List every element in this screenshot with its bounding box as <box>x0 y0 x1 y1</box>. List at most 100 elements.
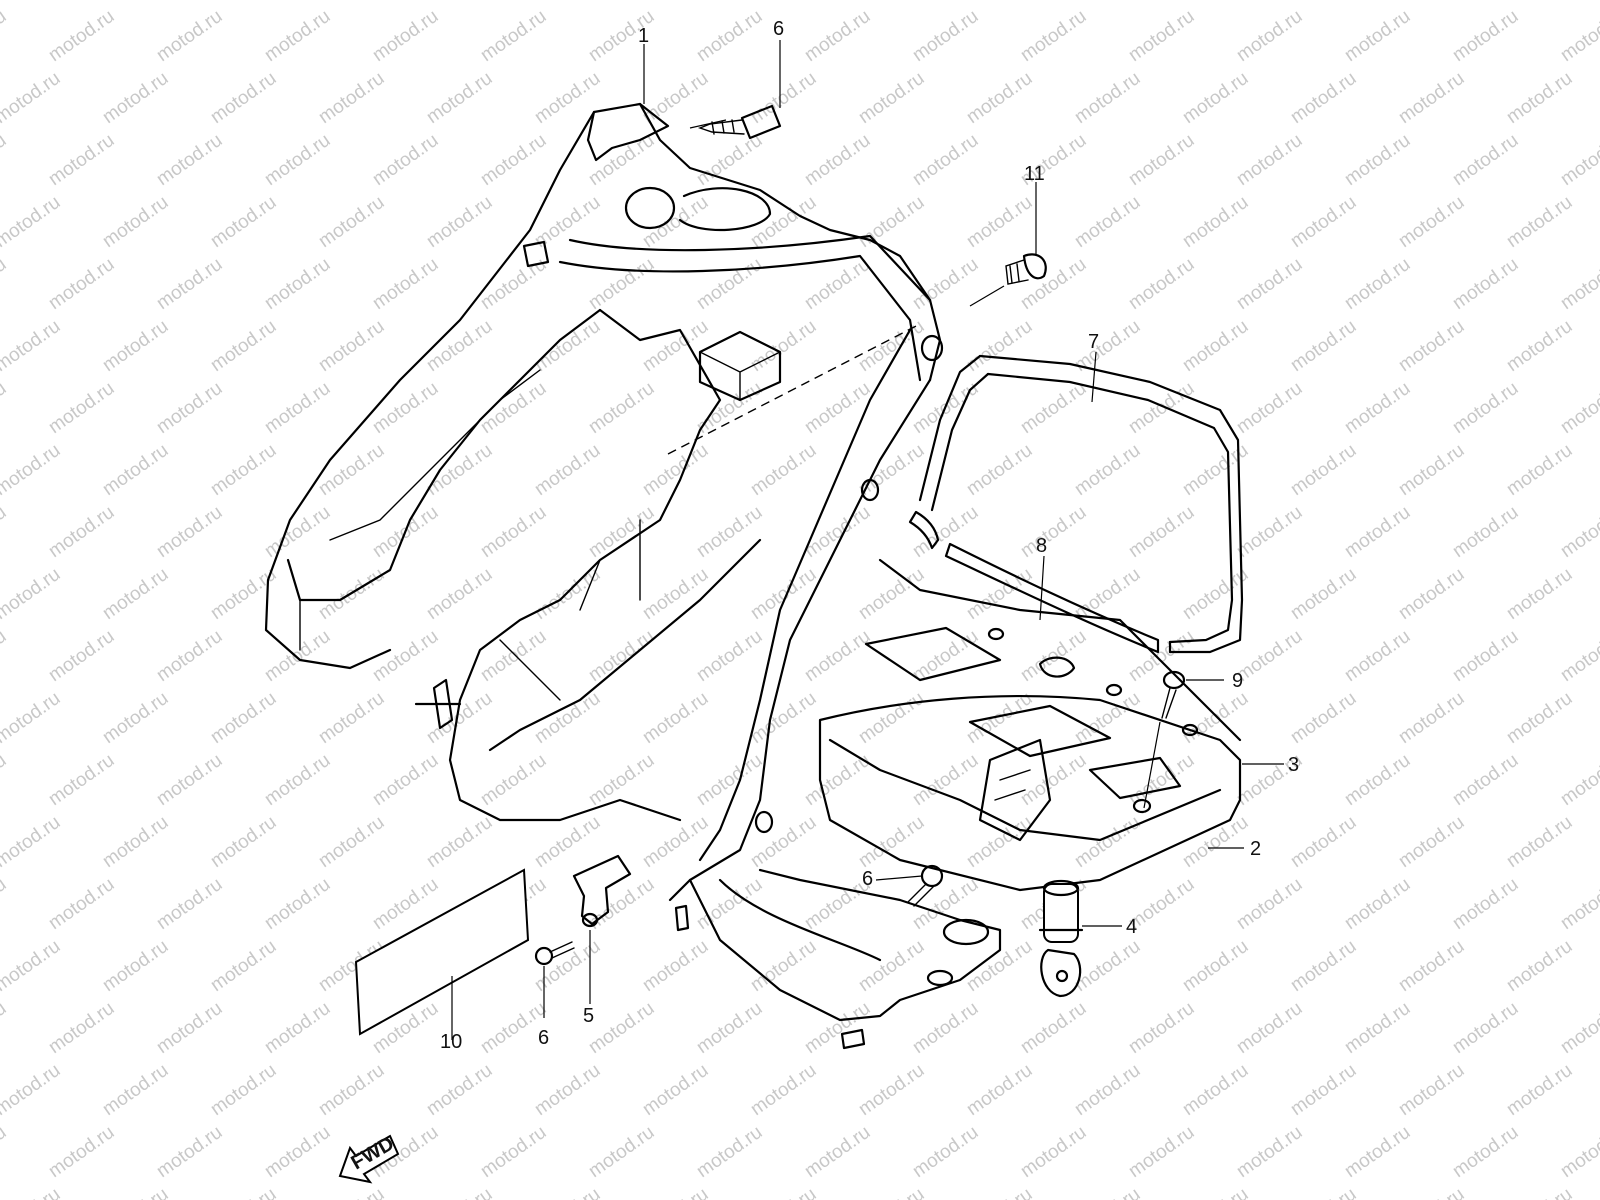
watermark-text: motod.ru <box>909 874 982 934</box>
watermark-text: motod.ru <box>1233 874 1306 934</box>
watermark-text: motod.ru <box>261 378 334 438</box>
watermark-text: motod.ru <box>0 750 10 810</box>
watermark-text: motod.ru <box>261 874 334 934</box>
watermark-text: motod.ru <box>1233 998 1306 1058</box>
watermark-text: motod.ru <box>747 68 820 128</box>
watermark-text: motod.ru <box>99 564 172 624</box>
watermark-text: motod.ru <box>1287 440 1360 500</box>
watermark-text: motod.ru <box>1071 1184 1144 1200</box>
watermark-text: motod.ru <box>1395 68 1468 128</box>
watermark-text: motod.ru <box>207 68 280 128</box>
watermark-text: motod.ru <box>639 564 712 624</box>
watermark-text: motod.ru <box>747 936 820 996</box>
watermark-text: motod.ru <box>1341 502 1414 562</box>
watermark-text: motod.ru <box>45 874 118 934</box>
watermark-text: motod.ru <box>423 1060 496 1120</box>
watermark-text: motod.ru <box>1017 750 1090 810</box>
watermark-text: motod.ru <box>99 68 172 128</box>
watermark-text: motod.ru <box>45 130 118 190</box>
watermark-text: motod.ru <box>1557 626 1600 686</box>
watermark-text: motod.ru <box>1449 378 1522 438</box>
watermark-text: motod.ru <box>477 502 550 562</box>
watermark-text: motod.ru <box>801 6 874 66</box>
watermark-text: motod.ru <box>153 254 226 314</box>
watermark-text: motod.ru <box>1341 998 1414 1058</box>
watermark-text: motod.ru <box>1341 626 1414 686</box>
watermark-text: motod.ru <box>153 378 226 438</box>
watermark-text: motod.ru <box>0 1122 10 1182</box>
watermark-text: motod.ru <box>531 0 604 4</box>
watermark-text: motod.ru <box>207 1060 280 1120</box>
watermark-text: motod.ru <box>315 440 388 500</box>
watermark-text: motod.ru <box>423 688 496 748</box>
watermark-text: motod.ru <box>1287 936 1360 996</box>
watermark-text: motod.ru <box>0 0 64 4</box>
watermark-text: motod.ru <box>909 998 982 1058</box>
watermark-text: motod.ru <box>477 6 550 66</box>
watermark-text: motod.ru <box>801 626 874 686</box>
watermark-text: motod.ru <box>855 440 928 500</box>
watermark-text: motod.ru <box>531 1060 604 1120</box>
watermark-text: motod.ru <box>423 564 496 624</box>
watermark-text: motod.ru <box>1503 936 1576 996</box>
watermark-text: motod.ru <box>423 1184 496 1200</box>
watermark-text: motod.ru <box>855 1184 928 1200</box>
watermark-text: motod.ru <box>315 0 388 4</box>
watermark-text: motod.ru <box>1449 130 1522 190</box>
watermark-text: motod.ru <box>909 502 982 562</box>
watermark-text: motod.ru <box>1287 688 1360 748</box>
watermark-text: motod.ru <box>1179 440 1252 500</box>
watermark-text: motod.ru <box>315 1184 388 1200</box>
watermark-text: motod.ru <box>1503 0 1576 4</box>
callout-6-middle: 6 <box>862 868 873 890</box>
watermark-text: motod.ru <box>207 1184 280 1200</box>
watermark-text: motod.ru <box>1125 502 1198 562</box>
watermark-text: motod.ru <box>909 1122 982 1182</box>
watermark-text: motod.ru <box>963 68 1036 128</box>
watermark-text: motod.ru <box>747 1060 820 1120</box>
watermark-text: motod.ru <box>1071 812 1144 872</box>
watermark-text: motod.ru <box>477 1122 550 1182</box>
watermark-text: motod.ru <box>1179 812 1252 872</box>
watermark-text: motod.ru <box>1017 502 1090 562</box>
watermark-text: motod.ru <box>423 192 496 252</box>
watermark-text: motod.ru <box>0 6 10 66</box>
watermark-text: motod.ru <box>45 998 118 1058</box>
callout-11: 11 <box>1024 163 1045 185</box>
watermark-text: motod.ru <box>855 192 928 252</box>
watermark-text: motod.ru <box>153 998 226 1058</box>
callout-2: 2 <box>1250 838 1261 860</box>
watermark-text: motod.ru <box>1179 936 1252 996</box>
watermark-text: motod.ru <box>801 130 874 190</box>
watermark-text: motod.ru <box>693 750 766 810</box>
screw-part-6-top <box>689 40 782 140</box>
watermark-text: motod.ru <box>639 936 712 996</box>
watermark-text: motod.ru <box>1017 1122 1090 1182</box>
watermark-text: motod.ru <box>1179 68 1252 128</box>
watermark-text: motod.ru <box>1395 936 1468 996</box>
watermark-text: motod.ru <box>1395 688 1468 748</box>
watermark-text: motod.ru <box>1503 688 1576 748</box>
watermark-text: motod.ru <box>153 502 226 562</box>
watermark-text: motod.ru <box>261 750 334 810</box>
callout-10: 10 <box>440 1031 462 1053</box>
watermark-text: motod.ru <box>1071 564 1144 624</box>
watermark-text: motod.ru <box>1125 130 1198 190</box>
watermark-text: motod.ru <box>639 1184 712 1200</box>
watermark-text: motod.ru <box>1557 378 1600 438</box>
watermark-text: motod.ru <box>585 998 658 1058</box>
watermark-text: motod.ru <box>855 564 928 624</box>
watermark-text: motod.ru <box>963 316 1036 376</box>
watermark-text: motod.ru <box>1395 564 1468 624</box>
callout-5: 5 <box>583 1005 594 1027</box>
watermark-text: motod.ru <box>0 502 10 562</box>
watermark-text: motod.ru <box>1395 440 1468 500</box>
watermark-text: motod.ru <box>693 998 766 1058</box>
watermark-text: motod.ru <box>855 812 928 872</box>
watermark-text: motod.ru <box>1071 192 1144 252</box>
watermark-text: motod.ru <box>0 316 64 376</box>
seal-frame-part-7 <box>918 354 1244 654</box>
watermark-text: motod.ru <box>1287 1060 1360 1120</box>
watermark-text: motod.ru <box>1341 130 1414 190</box>
